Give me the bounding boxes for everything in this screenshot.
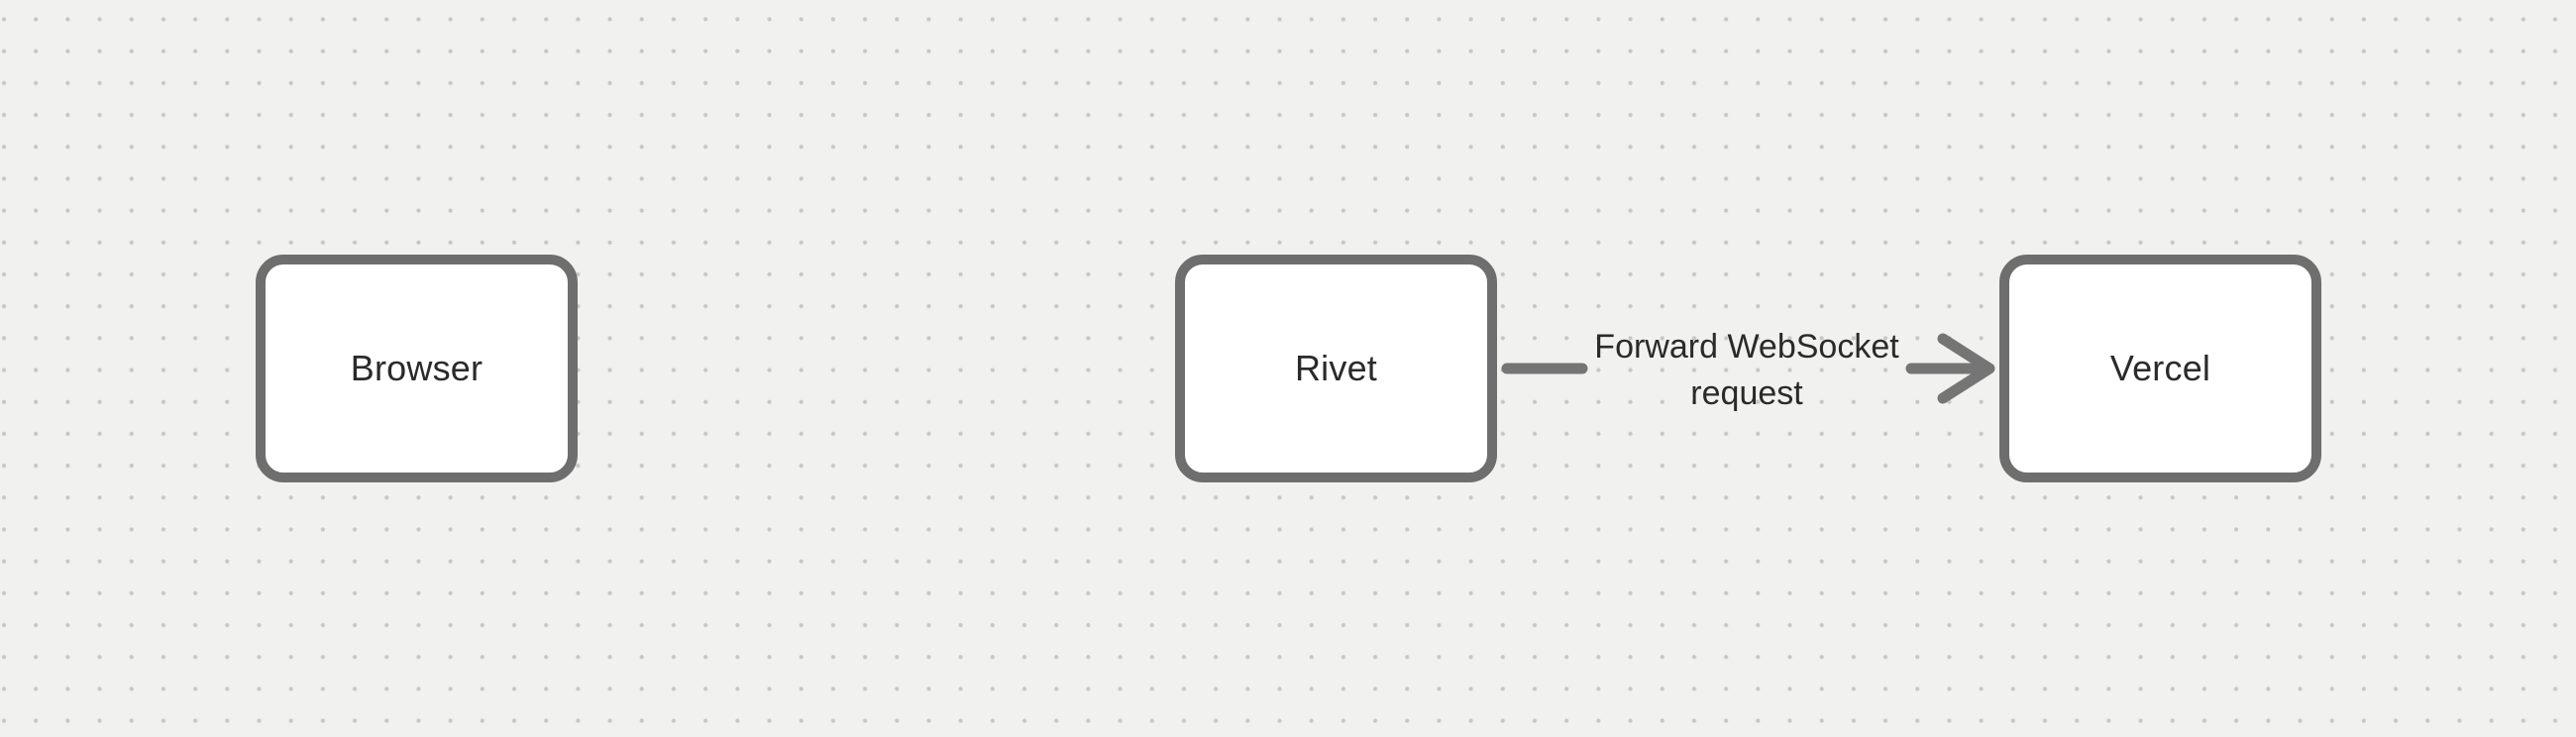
- node-rivet: Rivet: [1175, 255, 1497, 482]
- node-vercel-label: Vercel: [2109, 348, 2211, 389]
- edge-label: Forward WebSocket request: [1594, 328, 1899, 412]
- node-browser-label: Browser: [350, 348, 483, 389]
- arrowhead-right-icon: [1937, 333, 1995, 404]
- node-vercel: Vercel: [1999, 255, 2321, 482]
- node-rivet-label: Rivet: [1294, 348, 1378, 389]
- node-browser: Browser: [256, 255, 578, 482]
